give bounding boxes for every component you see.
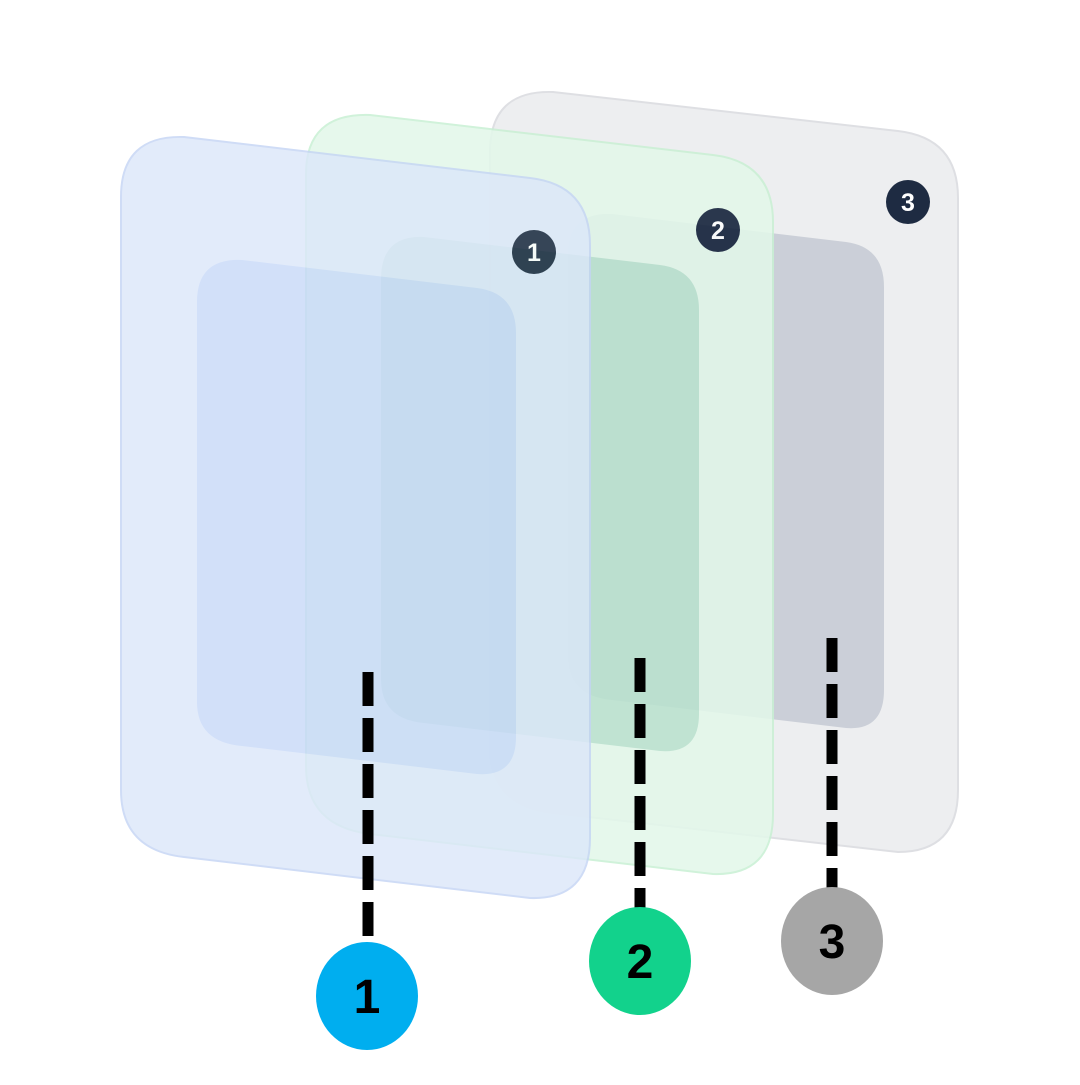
- layer-1-badge: 1: [512, 230, 556, 274]
- layer-2-badge: 2: [696, 208, 740, 252]
- layer-3-marker-label: 3: [819, 916, 846, 969]
- layer-2-marker-label: 2: [627, 936, 654, 989]
- layer-2-marker: 2: [589, 907, 691, 1015]
- layer-1-marker-label: 1: [354, 971, 381, 1024]
- layer-1-panel-group: 1: [120, 135, 591, 900]
- layer-3-marker: 3: [781, 887, 883, 995]
- layer-1-marker: 1: [316, 942, 418, 1050]
- layer-1-inner-panel: [197, 259, 516, 775]
- layer-2-badge-label: 2: [711, 217, 725, 245]
- layer-1-badge-label: 1: [527, 239, 541, 267]
- layer-3-badge-label: 3: [901, 189, 915, 217]
- layer-3-badge: 3: [886, 180, 930, 224]
